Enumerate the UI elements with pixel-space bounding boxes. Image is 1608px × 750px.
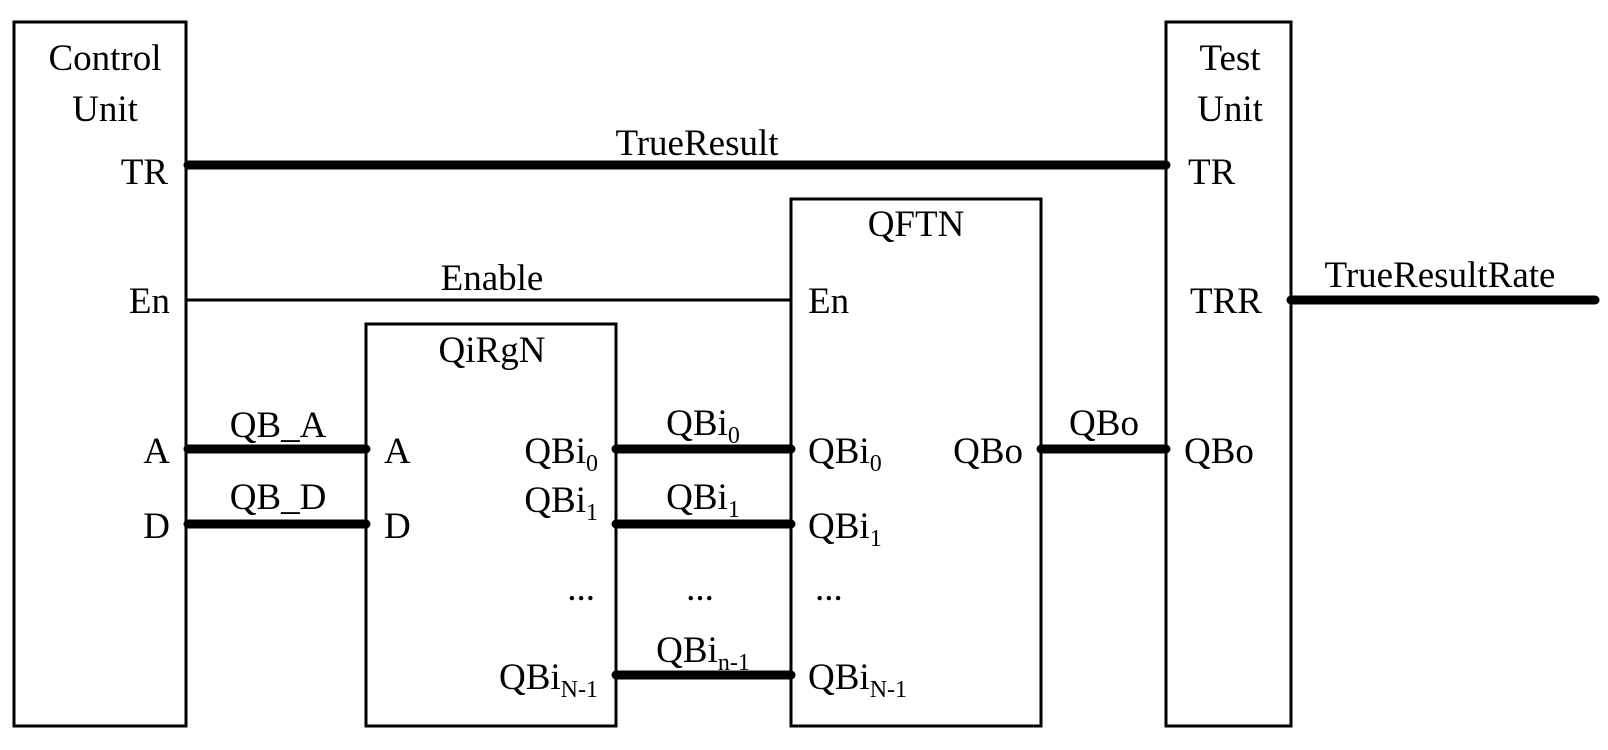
qirgn-port-qbi1-sub: 1: [586, 500, 598, 526]
qftn-port-qbin1-base: QBi: [808, 657, 870, 698]
qirgn-port-dots: ...: [567, 568, 595, 609]
qftn-port-qbo: QBo: [953, 431, 1023, 472]
qftn-port-qbi0-sub: 0: [870, 451, 882, 477]
signal-qbin1-base: QBi: [656, 630, 718, 671]
signal-qbin1: QBin-1: [656, 630, 750, 676]
signal-qb-d: QB_D: [230, 477, 327, 518]
qftn-port-qbi0-base: QBi: [808, 431, 870, 472]
signal-qbi0-sub: 0: [728, 423, 740, 449]
test-unit-port-tr: TR: [1188, 152, 1236, 193]
test-unit-title-line1: Test: [1199, 38, 1261, 79]
qftn-port-qbin1-sub: N-1: [870, 677, 907, 703]
qirgn-port-qbi1: QBi1: [524, 480, 598, 526]
control-unit-port-a: A: [143, 431, 170, 472]
control-unit-port-en: En: [129, 281, 170, 322]
qftn-port-qbi1-sub: 1: [870, 526, 882, 552]
test-unit-block: [1164, 20, 1293, 728]
qftn-port-qbi0: QBi0: [808, 431, 882, 477]
signal-qbi1-base: QBi: [666, 477, 728, 518]
qftn-port-en: En: [808, 281, 849, 322]
signal-qbo: QBo: [1069, 403, 1139, 444]
control-unit-title-line2: Unit: [72, 89, 139, 130]
signal-qbi1-sub: 1: [728, 497, 740, 523]
qftn-port-dots: ...: [815, 568, 843, 609]
signal-qbi0: QBi0: [666, 403, 740, 449]
test-unit-port-trr: TRR: [1190, 281, 1262, 322]
signal-dots: ...: [686, 568, 714, 609]
qirgn-title: QiRgN: [439, 330, 546, 371]
control-unit-port-tr: TR: [121, 152, 169, 193]
test-unit-title-line2: Unit: [1197, 89, 1264, 130]
qftn-port-qbi1-base: QBi: [808, 506, 870, 547]
qftn-title: QFTN: [868, 204, 965, 245]
qirgn-port-a: A: [384, 431, 411, 472]
qftn-block: [789, 197, 1043, 728]
control-unit-port-d: D: [143, 506, 170, 547]
qirgn-port-qbi0-base: QBi: [524, 431, 586, 472]
signal-qbin1-sub: n-1: [718, 650, 750, 676]
qftn-port-qbin1: QBiN-1: [808, 657, 907, 703]
signal-qbi0-base: QBi: [666, 403, 728, 444]
qirgn-port-qbin1-base: QBi: [499, 657, 561, 698]
qirgn-port-qbi1-base: QBi: [524, 480, 586, 521]
signal-qbi1: QBi1: [666, 477, 740, 523]
control-unit-block: [12, 20, 188, 728]
signal-qb-a: QB_A: [230, 405, 327, 446]
qirgn-port-qbi0: QBi0: [524, 431, 598, 477]
control-unit-title-line1: Control: [48, 38, 161, 79]
qirgn-port-qbin1-sub: N-1: [561, 677, 598, 703]
qftn-port-qbi1: QBi1: [808, 506, 882, 552]
signal-true-result: TrueResult: [615, 123, 779, 164]
signal-enable: Enable: [441, 258, 544, 299]
signal-true-result-rate: TrueResultRate: [1325, 255, 1556, 296]
qirgn-port-qbi0-sub: 0: [586, 451, 598, 477]
test-unit-port-qbo: QBo: [1184, 431, 1254, 472]
qirgn-port-d: D: [384, 506, 411, 547]
qirgn-port-qbin1: QBiN-1: [499, 657, 598, 703]
